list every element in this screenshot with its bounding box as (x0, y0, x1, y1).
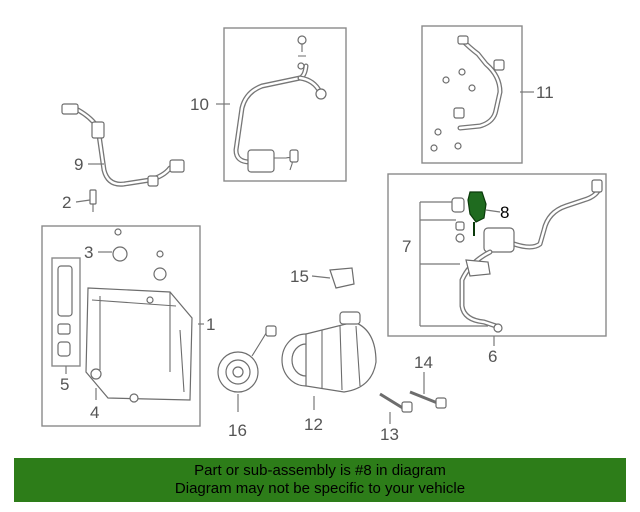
callout-7: 7 (402, 237, 411, 256)
callout-16: 16 (228, 421, 247, 440)
part-14 (409, 390, 447, 409)
callout-13: 13 (380, 425, 399, 444)
part-15 (329, 267, 355, 289)
callout-11: 11 (536, 83, 554, 102)
hose-9-group (61, 103, 185, 187)
notice-banner: Part or sub-assembly is #8 in diagram Di… (14, 458, 626, 502)
callout-8[interactable]: 8 (500, 203, 509, 222)
callout-5: 5 (60, 375, 69, 394)
callout-15: 15 (290, 267, 309, 286)
callout-6: 6 (488, 347, 497, 366)
callout-1: 1 (206, 315, 215, 334)
hose-10-group (223, 27, 347, 182)
banner-line-2: Diagram may not be specific to your vehi… (174, 480, 466, 497)
banner-line-1: Part or sub-assembly is #8 in diagram (194, 462, 446, 479)
callout-2: 2 (62, 193, 71, 212)
callout-10: 10 (190, 95, 209, 114)
condenser-group (41, 225, 201, 427)
callout-3: 3 (84, 243, 93, 262)
part-13 (379, 392, 413, 413)
callout-9: 9 (74, 155, 83, 174)
callout-14: 14 (414, 353, 433, 372)
part-12 (281, 311, 377, 393)
highlighted-part-8[interactable] (467, 191, 487, 223)
part-2 (89, 189, 97, 212)
callout-12: 12 (304, 415, 323, 434)
hose-11-group (421, 25, 523, 164)
part-16 (217, 325, 277, 393)
box-6 (387, 173, 607, 337)
box-11 (421, 25, 523, 164)
tube-6-group (387, 173, 607, 337)
callout-4: 4 (90, 403, 99, 422)
box-1 (41, 225, 201, 427)
